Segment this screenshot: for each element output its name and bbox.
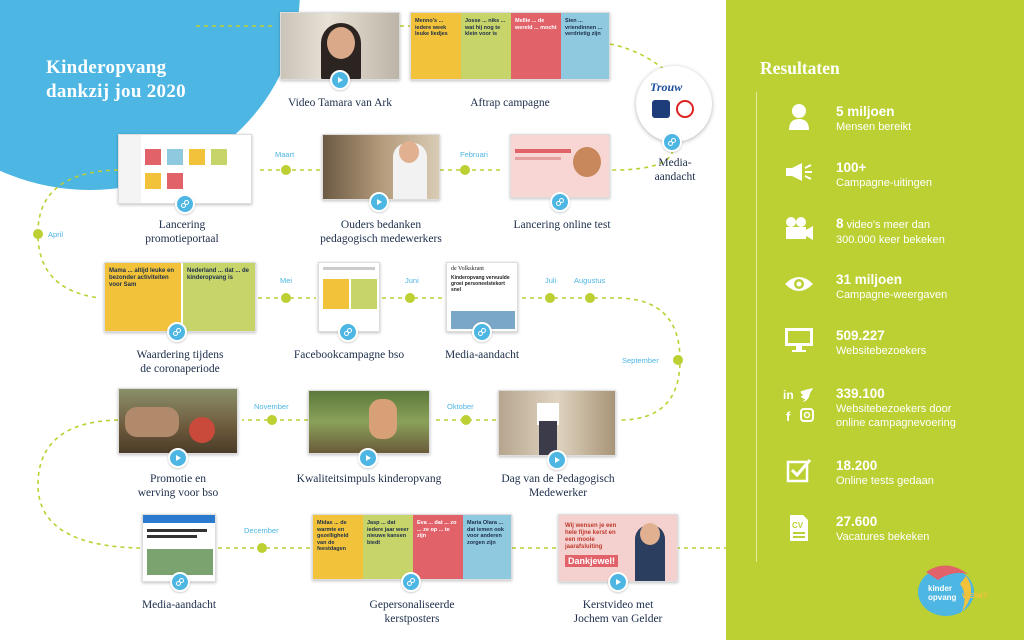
result-item: 509.227 Websitebezoekers bbox=[836, 328, 927, 357]
caption-aftrap: Aftrap campagne bbox=[470, 97, 550, 109]
poster: Eva ... dat ... zo ... ze op ... te zijn bbox=[413, 515, 463, 579]
play-button[interactable] bbox=[330, 70, 350, 90]
results-panel: Resultaten 5 miljoen Mensen bereikt 100+… bbox=[726, 0, 1024, 640]
results-heading: Resultaten bbox=[760, 58, 840, 78]
link-button[interactable] bbox=[662, 132, 682, 152]
month-juni: Juni bbox=[405, 276, 419, 285]
svg-text:f: f bbox=[786, 409, 791, 424]
social-icon: in f bbox=[782, 384, 816, 426]
month-februari: Februari bbox=[460, 150, 488, 159]
poster: Maria Olara ... dat iemen ook voor ander… bbox=[463, 515, 511, 579]
caption-media2: Media-aandacht bbox=[444, 349, 520, 361]
caption-facebook: Facebookcampagne bso bbox=[293, 349, 405, 361]
month-maart: Maart bbox=[275, 150, 295, 159]
kerst-posters[interactable]: Midas ... de warmte en gezelligheid van … bbox=[312, 514, 512, 580]
month-december: December bbox=[244, 526, 279, 535]
caption-kwaliteit: Kwaliteitsimpuls kinderopvang bbox=[296, 473, 442, 485]
kwaliteit-video-thumbnail[interactable] bbox=[308, 390, 430, 454]
megaphone-icon bbox=[782, 156, 816, 188]
news-headline: Kinderopvang vervuulde groei personeelst… bbox=[451, 275, 510, 293]
play-button[interactable] bbox=[358, 448, 378, 468]
kerst-video-thanks: Dankjewel! bbox=[565, 555, 619, 567]
poster: Nederland ... dat ... de kinderopvang is bbox=[183, 263, 255, 331]
month-september: September bbox=[622, 356, 659, 365]
poster: Jasp ... dat iedere jaar weer nieuwe kan… bbox=[363, 515, 413, 579]
month-oktober: Oktober bbox=[447, 402, 474, 411]
kerst-video-text: Wij wensen je een hele fijne kerst en ee… bbox=[565, 523, 617, 550]
result-item: 100+ Campagne-uitingen bbox=[836, 160, 933, 189]
play-button[interactable] bbox=[547, 450, 567, 470]
eye-icon bbox=[782, 268, 816, 300]
ouders-video-thumbnail[interactable] bbox=[322, 134, 440, 200]
promotieportaal-screenshot[interactable] bbox=[118, 134, 252, 204]
aftrap-posters[interactable]: Menno's ... iedere week leuke liedjes Jo… bbox=[410, 12, 610, 80]
kerstvideo-thumbnail[interactable]: Wij wensen je een hele fijne kerst en ee… bbox=[558, 514, 678, 582]
result-item: 8 video's meer dan 300.000 keer bekeken bbox=[836, 216, 945, 246]
media-logos[interactable]: Trouw bbox=[636, 66, 712, 142]
kinderopvang-werkt-logo: kinder opvang WERKT bbox=[916, 562, 988, 618]
poster: Sien ... vriendinnen ... verdrietig zijn bbox=[561, 13, 609, 79]
link-button[interactable] bbox=[472, 322, 492, 342]
media3-article[interactable] bbox=[142, 514, 216, 582]
month-januari: Januari bbox=[205, 25, 230, 34]
caption-bso: Promotie en werving voor bso bbox=[137, 473, 219, 499]
caption-promotieportaal: Lancering promotieportaal bbox=[145, 219, 219, 245]
link-button[interactable] bbox=[175, 194, 195, 214]
caption-kerstvideo: Kerstvideo met Jochem van Gelder bbox=[573, 599, 663, 625]
caption-online-test: Lancering online test bbox=[513, 219, 611, 231]
corona-posters[interactable]: Mama ... altijd leuke en bezonder activi… bbox=[104, 262, 256, 332]
bso-video-thumbnail[interactable] bbox=[118, 388, 238, 454]
results-divider bbox=[756, 92, 757, 562]
camera-icon bbox=[782, 212, 816, 244]
month-mei: Mei bbox=[280, 276, 293, 285]
newspaper-name: de Volkskrant bbox=[451, 266, 484, 272]
monitor-icon bbox=[782, 324, 816, 356]
link-button[interactable] bbox=[338, 322, 358, 342]
nos-logo bbox=[652, 100, 670, 118]
online-test-screenshot[interactable] bbox=[510, 134, 610, 198]
caption-ouders: Ouders bedanken pedagogisch medewerkers bbox=[320, 219, 442, 245]
result-item: 339.100 Websitebezoekers door online cam… bbox=[836, 386, 956, 429]
svg-text:in: in bbox=[783, 388, 794, 402]
result-item: 5 miljoen Mensen bereikt bbox=[836, 104, 912, 133]
play-button[interactable] bbox=[168, 448, 188, 468]
caption-video-tamara: Video Tamara van Ark bbox=[288, 97, 392, 109]
caption-media1: Media- aandacht bbox=[654, 157, 696, 183]
caption-waardering: Waardering tijdens de coronaperiode bbox=[136, 349, 224, 375]
month-april: April bbox=[48, 230, 64, 239]
poster: Josse ... niks ... wat hij nog te klein … bbox=[461, 13, 511, 79]
month-augustus: Augustus bbox=[574, 276, 606, 285]
month-juli: Juli bbox=[545, 276, 557, 285]
caption-kerstposters: Gepersonaliseerde kerstposters bbox=[369, 599, 455, 625]
facebook-post[interactable] bbox=[318, 262, 380, 332]
checkbox-icon bbox=[782, 454, 816, 486]
page-title: Kinderopvang dankzij jou 2020 bbox=[46, 57, 186, 102]
result-item: 18.200 Online tests gedaan bbox=[836, 458, 934, 487]
caption-media3: Media-aandacht bbox=[141, 599, 217, 611]
result-item: 27.600 Vacatures bekeken bbox=[836, 514, 930, 543]
result-item: 31 miljoen Campagne-weergaven bbox=[836, 272, 948, 301]
link-button[interactable] bbox=[550, 192, 570, 212]
trouw-logo: Trouw bbox=[650, 80, 683, 94]
play-button[interactable] bbox=[369, 192, 389, 212]
caption-dag-pm: Dag van de Pedagogisch Medewerker bbox=[501, 473, 615, 499]
link-button[interactable] bbox=[170, 572, 190, 592]
play-button[interactable] bbox=[608, 572, 628, 592]
poster: Mellie ... de wereld ... mocht bbox=[511, 13, 561, 79]
cv-icon: CV bbox=[782, 512, 816, 544]
svg-text:CV: CV bbox=[792, 521, 804, 530]
person-icon bbox=[782, 100, 816, 132]
ad-logo bbox=[676, 100, 694, 118]
link-button[interactable] bbox=[167, 322, 187, 342]
timeline-path bbox=[33, 25, 730, 553]
month-november: November bbox=[254, 402, 289, 411]
poster: Mama ... altijd leuke en bezonder activi… bbox=[105, 263, 181, 331]
poster: Midas ... de warmte en gezelligheid van … bbox=[313, 515, 363, 579]
link-button[interactable] bbox=[401, 572, 421, 592]
dag-pm-video-thumbnail[interactable] bbox=[498, 390, 616, 456]
poster: Menno's ... iedere week leuke liedjes bbox=[411, 13, 461, 79]
video-tamara-thumbnail[interactable] bbox=[280, 12, 400, 80]
